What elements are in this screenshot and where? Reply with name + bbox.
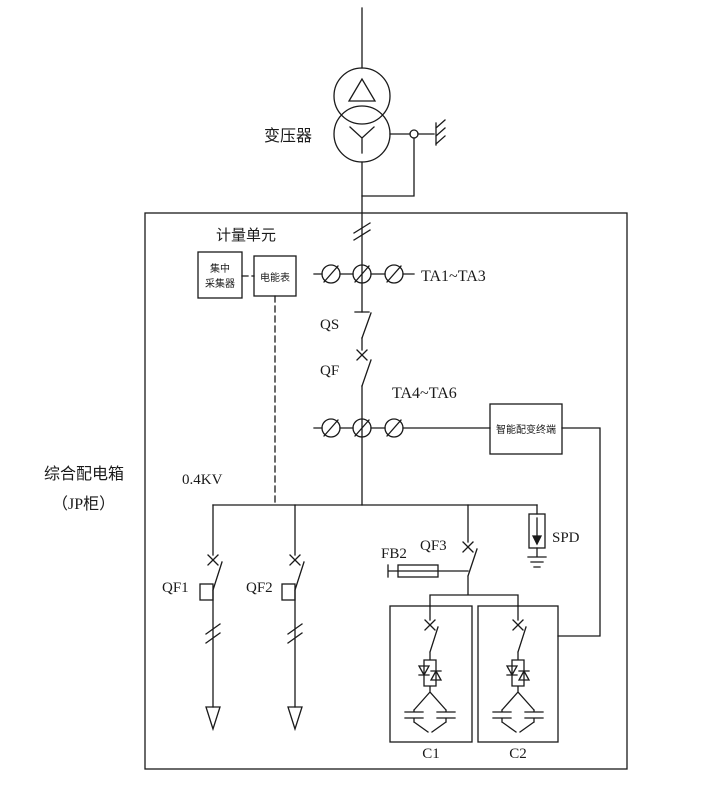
ct-icon — [321, 418, 341, 438]
breaker-qf-symbol — [356, 349, 372, 387]
c2-label: C2 — [509, 746, 527, 762]
disconnector-qs-symbol — [354, 311, 372, 339]
feeder-qf2 — [281, 504, 305, 732]
neutral-links — [361, 133, 435, 197]
meter-dashed-links — [241, 275, 276, 506]
ct-icon — [352, 264, 372, 284]
feeder-arrow-icon — [205, 706, 221, 732]
fuse-fb2-line — [387, 564, 469, 578]
c1-label: C1 — [422, 746, 440, 762]
smart-terminal-label: 智能配变终端 — [496, 423, 556, 436]
energy-meter-label: 电能表 — [260, 271, 290, 284]
voltage-label: 0.4KV — [182, 472, 223, 488]
fuse-fb2 — [387, 564, 469, 578]
qf1-label: QF1 — [162, 580, 189, 596]
spd-lines — [527, 504, 547, 568]
smart-terminal-box — [489, 403, 563, 455]
ct-group-ta1-ta3 — [313, 264, 415, 284]
ct-icon — [384, 418, 404, 438]
feeder-qf1-line — [205, 504, 223, 708]
ct2-slashes — [323, 419, 402, 437]
neutral-earth-connection — [361, 119, 446, 197]
transformer-primary-winding — [333, 67, 391, 125]
ct-icon — [321, 264, 341, 284]
thyristor-icon — [517, 669, 531, 681]
trip-unit-box — [281, 583, 296, 601]
spd-label: SPD — [552, 530, 580, 546]
ta1-ta3-label: TA1~TA3 — [421, 268, 486, 285]
earth-icon — [435, 119, 446, 146]
fuse-icon — [397, 564, 439, 578]
transformer-symbol — [333, 67, 391, 163]
trip-unit-box — [199, 583, 214, 601]
thyristor-icon — [417, 665, 431, 677]
qs-label: QS — [320, 317, 339, 333]
distribution-box-outline — [144, 212, 628, 770]
capacitor-bank-c1 — [389, 605, 473, 743]
terminal-control-line — [557, 427, 601, 637]
ct-icon — [352, 418, 372, 438]
metering-unit-label: 计量单元 — [216, 227, 276, 244]
ct1-slashes — [323, 265, 402, 283]
collector-label-line2: 采集器 — [205, 277, 235, 290]
cabinet-label-line2: （JP柜） — [52, 495, 115, 513]
delta-winding-icon — [347, 77, 377, 102]
ct-group-ta4-ta6 — [313, 418, 491, 438]
line-break-marks — [353, 222, 371, 241]
thyristor-icon — [429, 669, 443, 681]
qf3-label: QF3 — [420, 538, 447, 554]
collector-box — [197, 251, 243, 299]
capacitor-bank-c2 — [477, 605, 559, 743]
feeder-arrow-icon — [287, 706, 303, 732]
breaker-qf3-branch — [429, 504, 519, 607]
capacitor-bank-c2-outline — [477, 605, 559, 743]
capacitor-bank-c1-circuit — [404, 605, 456, 733]
spd-branch — [527, 504, 547, 568]
capacitor-bank-c1-outline — [389, 605, 473, 743]
ta4-ta6-label: TA4~TA6 — [392, 385, 457, 402]
neutral-node — [409, 129, 419, 139]
thyristor-icon — [505, 665, 519, 677]
transformer-label: 变压器 — [264, 127, 312, 145]
spd-arrow-head — [531, 535, 543, 546]
feeder-qf1 — [199, 504, 223, 732]
capacitor-bank-c2-circuit — [492, 605, 544, 733]
spd-icon — [528, 513, 546, 549]
qf2-label: QF2 — [246, 580, 273, 596]
qf-label: QF — [320, 363, 339, 379]
wye-winding-icon — [349, 126, 375, 154]
ct-icon — [384, 264, 404, 284]
cabinet-label-line1: 综合配电箱 — [44, 465, 124, 483]
collector-label-line1: 集中 — [210, 262, 230, 275]
fb2-label: FB2 — [381, 546, 407, 562]
feeder-qf2-line — [287, 504, 305, 708]
